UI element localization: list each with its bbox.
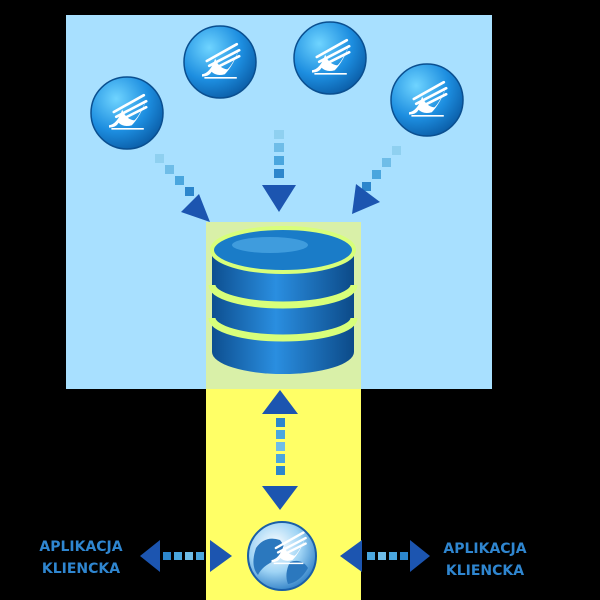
- data-source-icon: [293, 21, 367, 95]
- arrow-source-1-to-db: [155, 154, 210, 222]
- client-app-label-left: APLIKACJA KLIENCKA: [16, 536, 146, 580]
- client-app-label-left-line1: APLIKACJA: [39, 539, 123, 555]
- client-app-label-left-line2: KLIENCKA: [41, 561, 121, 577]
- client-app-label-right-line1: APLIKACJA: [443, 541, 527, 557]
- server-globe-icon: [247, 521, 317, 591]
- arrow-db-to-server: [262, 390, 298, 510]
- arrow-source-2-to-db: [262, 130, 296, 212]
- data-source-icon: [390, 63, 464, 137]
- arrow-server-to-left-client: [140, 540, 232, 572]
- data-source-icon: [90, 76, 164, 150]
- database-icon: [208, 226, 358, 374]
- client-app-label-right: APLIKACJA KLIENCKA: [420, 538, 550, 582]
- client-app-label-right-line2: KLIENCKA: [445, 563, 525, 579]
- data-source-icon: [183, 25, 257, 99]
- arrow-source-3-to-db: [352, 146, 401, 214]
- arrow-server-to-right-client: [340, 540, 430, 572]
